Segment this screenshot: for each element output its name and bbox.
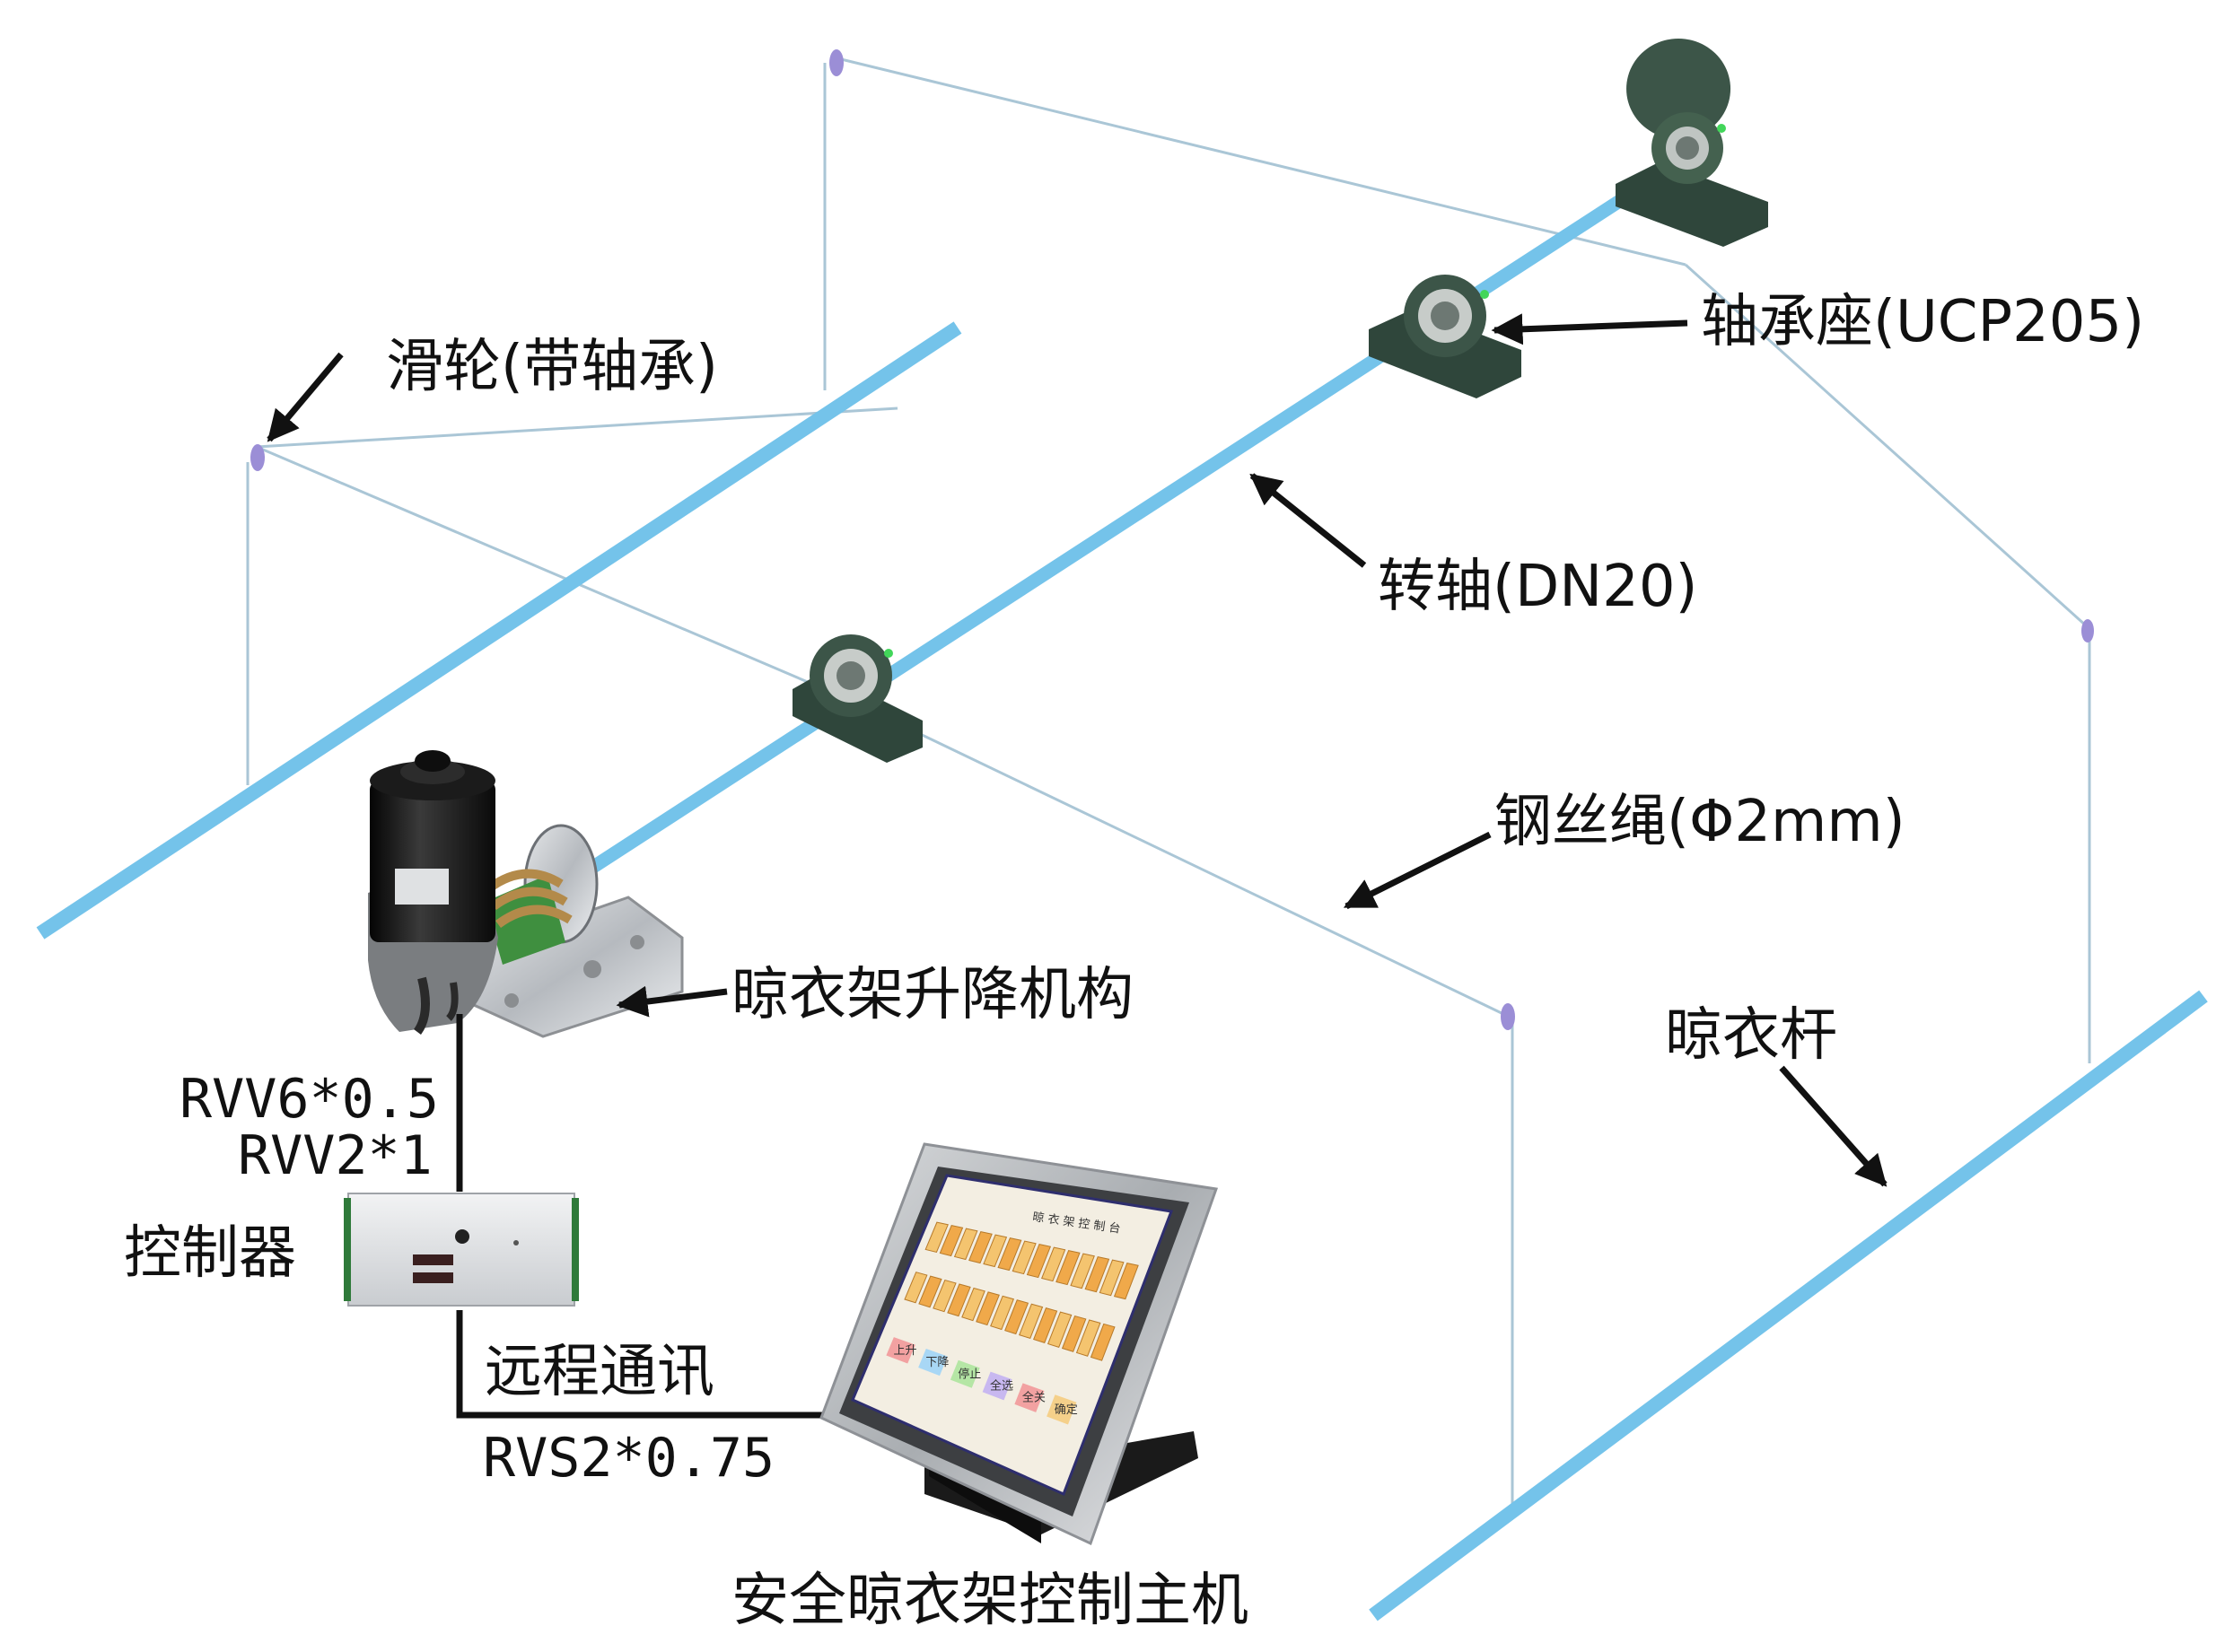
label-controller: 控制器 bbox=[124, 1220, 296, 1287]
label-lift-mechanism: 晾衣架升降机构 bbox=[731, 962, 1134, 1028]
screen-cell bbox=[1055, 1250, 1081, 1286]
rope-top-back bbox=[836, 57, 1686, 267]
screen-button-label: 全选 bbox=[990, 1378, 1013, 1393]
rope-left-diag bbox=[256, 445, 846, 700]
drying-rod-right bbox=[1369, 990, 2208, 1621]
screen-cell bbox=[924, 1221, 949, 1254]
bearing-seat-mid bbox=[1369, 275, 1521, 398]
bearing-seat-back bbox=[1616, 39, 1768, 247]
screen-button bbox=[950, 1359, 980, 1388]
screen-button bbox=[886, 1337, 915, 1364]
screen-cell bbox=[1047, 1311, 1073, 1348]
controller-box bbox=[344, 1193, 579, 1307]
screen-cell bbox=[918, 1275, 942, 1308]
screen-cell bbox=[990, 1295, 1015, 1331]
leader-arrows bbox=[267, 313, 1888, 1187]
screen-grid bbox=[904, 1221, 1139, 1361]
drying-rods bbox=[36, 321, 2208, 1621]
screen-cell bbox=[953, 1228, 978, 1261]
pulley-icon bbox=[2081, 619, 2094, 642]
rope-mid-horizontal bbox=[256, 406, 898, 449]
screen-cell bbox=[1012, 1240, 1037, 1275]
label-shaft: 转轴(DN20) bbox=[1378, 554, 1698, 620]
label-cable-2: RVV2*1 bbox=[238, 1124, 433, 1187]
screen-button bbox=[918, 1348, 948, 1377]
screen-button-label: 停止 bbox=[958, 1367, 981, 1381]
label-cable-3: RVS2*0.75 bbox=[483, 1427, 775, 1490]
wire-ropes bbox=[246, 57, 2091, 1517]
screen-cell bbox=[904, 1272, 928, 1304]
screen-cell bbox=[1084, 1256, 1110, 1293]
label-wire-rope: 钢丝绳(Φ2mm) bbox=[1494, 789, 1905, 855]
screen-cell bbox=[983, 1234, 1008, 1268]
screen-cell bbox=[933, 1279, 957, 1313]
arrow-shaft bbox=[1249, 473, 1367, 568]
rotating-shaft bbox=[583, 151, 1692, 877]
arrow-lift-mechanism bbox=[616, 985, 728, 1018]
screen-cell bbox=[1070, 1253, 1095, 1289]
label-drying-rod: 晾衣杆 bbox=[1665, 1002, 1837, 1069]
pulley-icon bbox=[250, 444, 265, 471]
screen-cell bbox=[1033, 1307, 1058, 1343]
screen-cell bbox=[939, 1225, 964, 1257]
pulley-icon bbox=[1501, 1003, 1515, 1030]
pulley-icon bbox=[829, 49, 844, 76]
screen-cell bbox=[997, 1237, 1022, 1272]
arrow-drying-rod bbox=[1779, 1065, 1888, 1187]
screen-cell bbox=[1026, 1244, 1052, 1279]
wiring bbox=[456, 1014, 826, 1419]
screen-cell bbox=[968, 1231, 993, 1264]
arrow-pulley bbox=[267, 352, 344, 442]
lift-mechanism bbox=[368, 750, 684, 1038]
label-cable-1: RVV6*0.5 bbox=[180, 1068, 439, 1131]
pulleys bbox=[250, 49, 2094, 1030]
screen-cell bbox=[1075, 1319, 1101, 1357]
screen-cell bbox=[1113, 1263, 1139, 1300]
screen-cell bbox=[961, 1287, 985, 1322]
label-pulley: 滑轮(带轴承) bbox=[386, 334, 718, 400]
screen-cell bbox=[1019, 1303, 1044, 1340]
screen-cell bbox=[1090, 1323, 1116, 1361]
screen-cell bbox=[1004, 1299, 1029, 1335]
bearing-seat-front bbox=[793, 634, 923, 763]
arrow-wire-rope bbox=[1343, 831, 1492, 910]
screen-button bbox=[1047, 1394, 1077, 1425]
labels: 滑轮(带轴承) 轴承座(UCP205) 转轴(DN20) 钢丝绳(Φ2mm) 晾… bbox=[124, 289, 2144, 1634]
screen-cell bbox=[1040, 1246, 1066, 1282]
screen-button bbox=[1014, 1383, 1045, 1412]
drying-rod-left bbox=[36, 321, 962, 940]
screen-cell bbox=[1099, 1259, 1125, 1297]
label-bearing-seat: 轴承座(UCP205) bbox=[1701, 289, 2144, 355]
screen-cell bbox=[947, 1283, 971, 1317]
screen-button-label: 下降 bbox=[925, 1356, 949, 1369]
screen-button bbox=[982, 1371, 1012, 1401]
screen-cell bbox=[976, 1291, 1000, 1326]
screen-button-label: 全关 bbox=[1022, 1391, 1046, 1405]
rope-top-mid bbox=[1684, 263, 2089, 628]
label-host: 安全晾衣架控制主机 bbox=[731, 1568, 1248, 1634]
screen-button-label: 上升 bbox=[894, 1344, 917, 1358]
arrow-bearing-seat bbox=[1491, 313, 1688, 345]
screen-cell bbox=[1061, 1315, 1087, 1352]
label-remote-comm: 远程通讯 bbox=[485, 1339, 714, 1405]
screen-button-label: 确定 bbox=[1055, 1403, 1078, 1417]
rope-front-diag bbox=[845, 696, 1504, 1016]
